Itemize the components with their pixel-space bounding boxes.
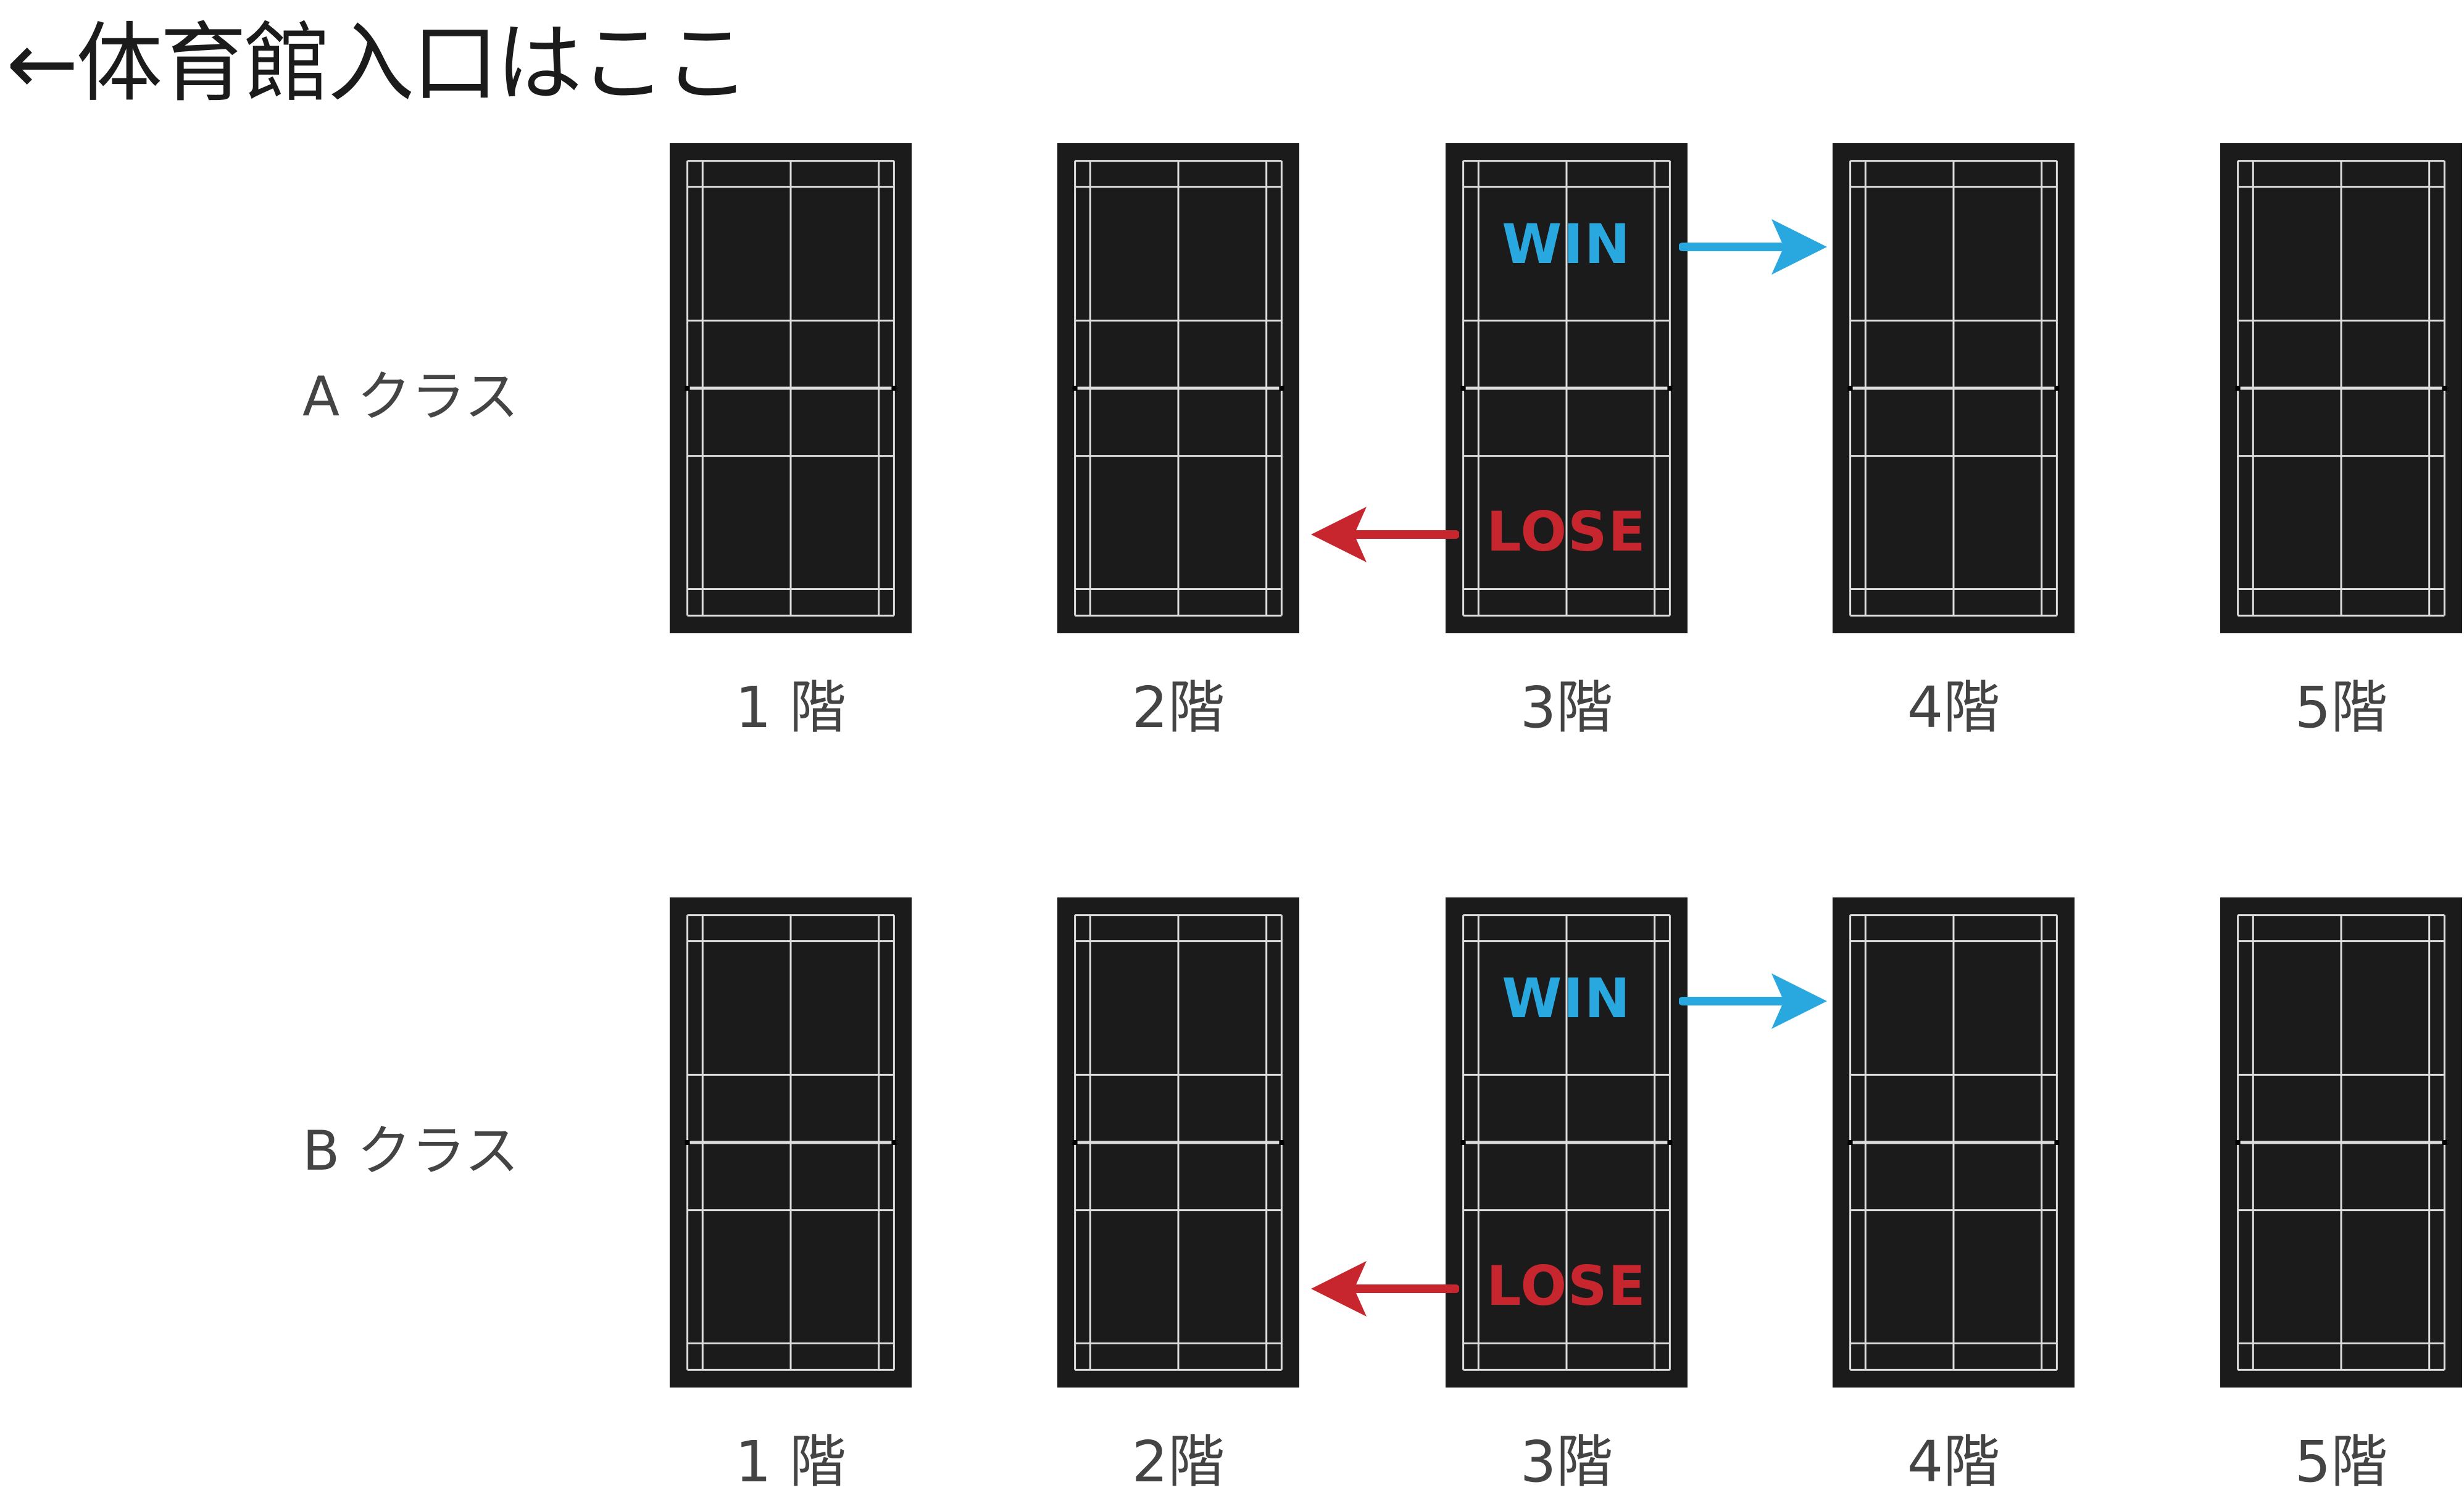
badminton-court	[1833, 143, 2075, 633]
floor-label: 3階	[1520, 1429, 1613, 1495]
net-post	[1279, 1140, 1284, 1145]
floor-label: 3階	[1520, 675, 1613, 741]
badminton-court	[1057, 897, 1299, 1388]
lose-arrow-left-icon	[1311, 1261, 1460, 1319]
win-label: WIN	[1502, 967, 1631, 1030]
net-post	[2054, 386, 2060, 391]
badminton-court	[1833, 897, 2075, 1388]
net-post	[2442, 1140, 2447, 1145]
floor-label: 4階	[1907, 675, 2000, 741]
net-post	[1667, 386, 1673, 391]
lose-label: LOSE	[1486, 500, 1647, 564]
badminton-court	[1446, 897, 1688, 1388]
win-arrow-right-icon	[1678, 219, 1827, 277]
floor-label: 4階	[1907, 1429, 2000, 1495]
badminton-court	[2220, 143, 2462, 633]
badminton-court	[1446, 143, 1688, 633]
lose-arrow-left-icon	[1311, 507, 1460, 565]
net-post	[2054, 1140, 2060, 1145]
class-label: A クラス	[302, 365, 519, 428]
floor-label: 5階	[2294, 1429, 2388, 1495]
net-post	[2442, 386, 2447, 391]
class-label: B クラス	[302, 1119, 519, 1183]
net-post	[1460, 1140, 1466, 1145]
floor-label: 1 階	[735, 675, 846, 741]
net-post	[1279, 386, 1284, 391]
badminton-court	[1057, 143, 1299, 633]
lose-label: LOSE	[1486, 1254, 1647, 1318]
badminton-court	[670, 143, 912, 633]
floor-label: 1 階	[735, 1429, 846, 1495]
net-post	[2235, 1140, 2241, 1145]
badminton-court	[2220, 897, 2462, 1388]
net-post	[891, 386, 897, 391]
net-post	[685, 386, 690, 391]
net-post	[1460, 386, 1466, 391]
floor-label: 5階	[2294, 675, 2388, 741]
net-post	[2235, 386, 2241, 391]
net-post	[1072, 386, 1078, 391]
net-post	[1847, 386, 1853, 391]
entrance-direction-title: ←体育館入口はここ	[6, 14, 750, 114]
net-post	[1847, 1140, 1853, 1145]
win-label: WIN	[1502, 212, 1631, 276]
floor-label: 2階	[1131, 675, 1225, 741]
win-arrow-right-icon	[1678, 973, 1827, 1031]
net-post	[1667, 1140, 1673, 1145]
badminton-court	[670, 897, 912, 1388]
floor-label: 2階	[1131, 1429, 1225, 1495]
net-post	[685, 1140, 690, 1145]
net-post	[891, 1140, 897, 1145]
net-post	[1072, 1140, 1078, 1145]
